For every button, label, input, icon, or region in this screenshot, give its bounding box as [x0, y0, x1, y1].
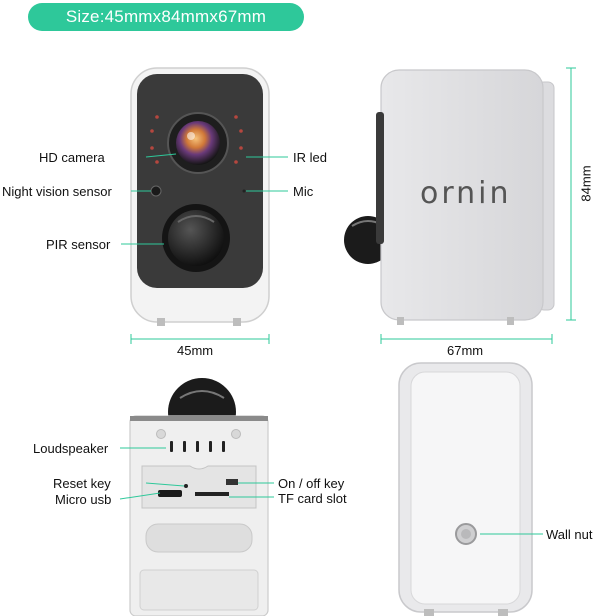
- size-badge: Size:45mmx84mmx67mm: [28, 3, 304, 31]
- reset-key-label: Reset key: [53, 476, 111, 491]
- wall-nut-label: Wall nut: [546, 527, 593, 542]
- pir-sensor-icon: [168, 210, 224, 266]
- loudspeaker-label: Loudspeaker: [33, 441, 109, 456]
- width-dimension-label: 45mm: [177, 343, 214, 358]
- back-view: [398, 362, 543, 616]
- mic-label: Mic: [293, 184, 314, 199]
- micro-usb-label: Micro usb: [55, 492, 112, 507]
- height-dimension-label: 84mm: [578, 165, 594, 202]
- brand-logo: ornin: [420, 176, 512, 211]
- wall-nut-icon: [461, 529, 471, 539]
- bottom-view: [119, 378, 274, 616]
- night-vision-label: Night vision sensor: [2, 184, 112, 199]
- hd-camera-label: HD camera: [39, 150, 105, 165]
- pir-sensor-label: PIR sensor: [46, 237, 111, 252]
- front-view: [121, 67, 288, 344]
- on-off-key-label: On / off key: [278, 476, 345, 491]
- depth-dimension-label: 67mm: [447, 343, 484, 358]
- ir-led-label: IR led: [293, 150, 327, 165]
- side-view: [344, 67, 576, 344]
- camera-lens-icon: [176, 121, 220, 165]
- tf-card-label: TF card slot: [278, 491, 347, 506]
